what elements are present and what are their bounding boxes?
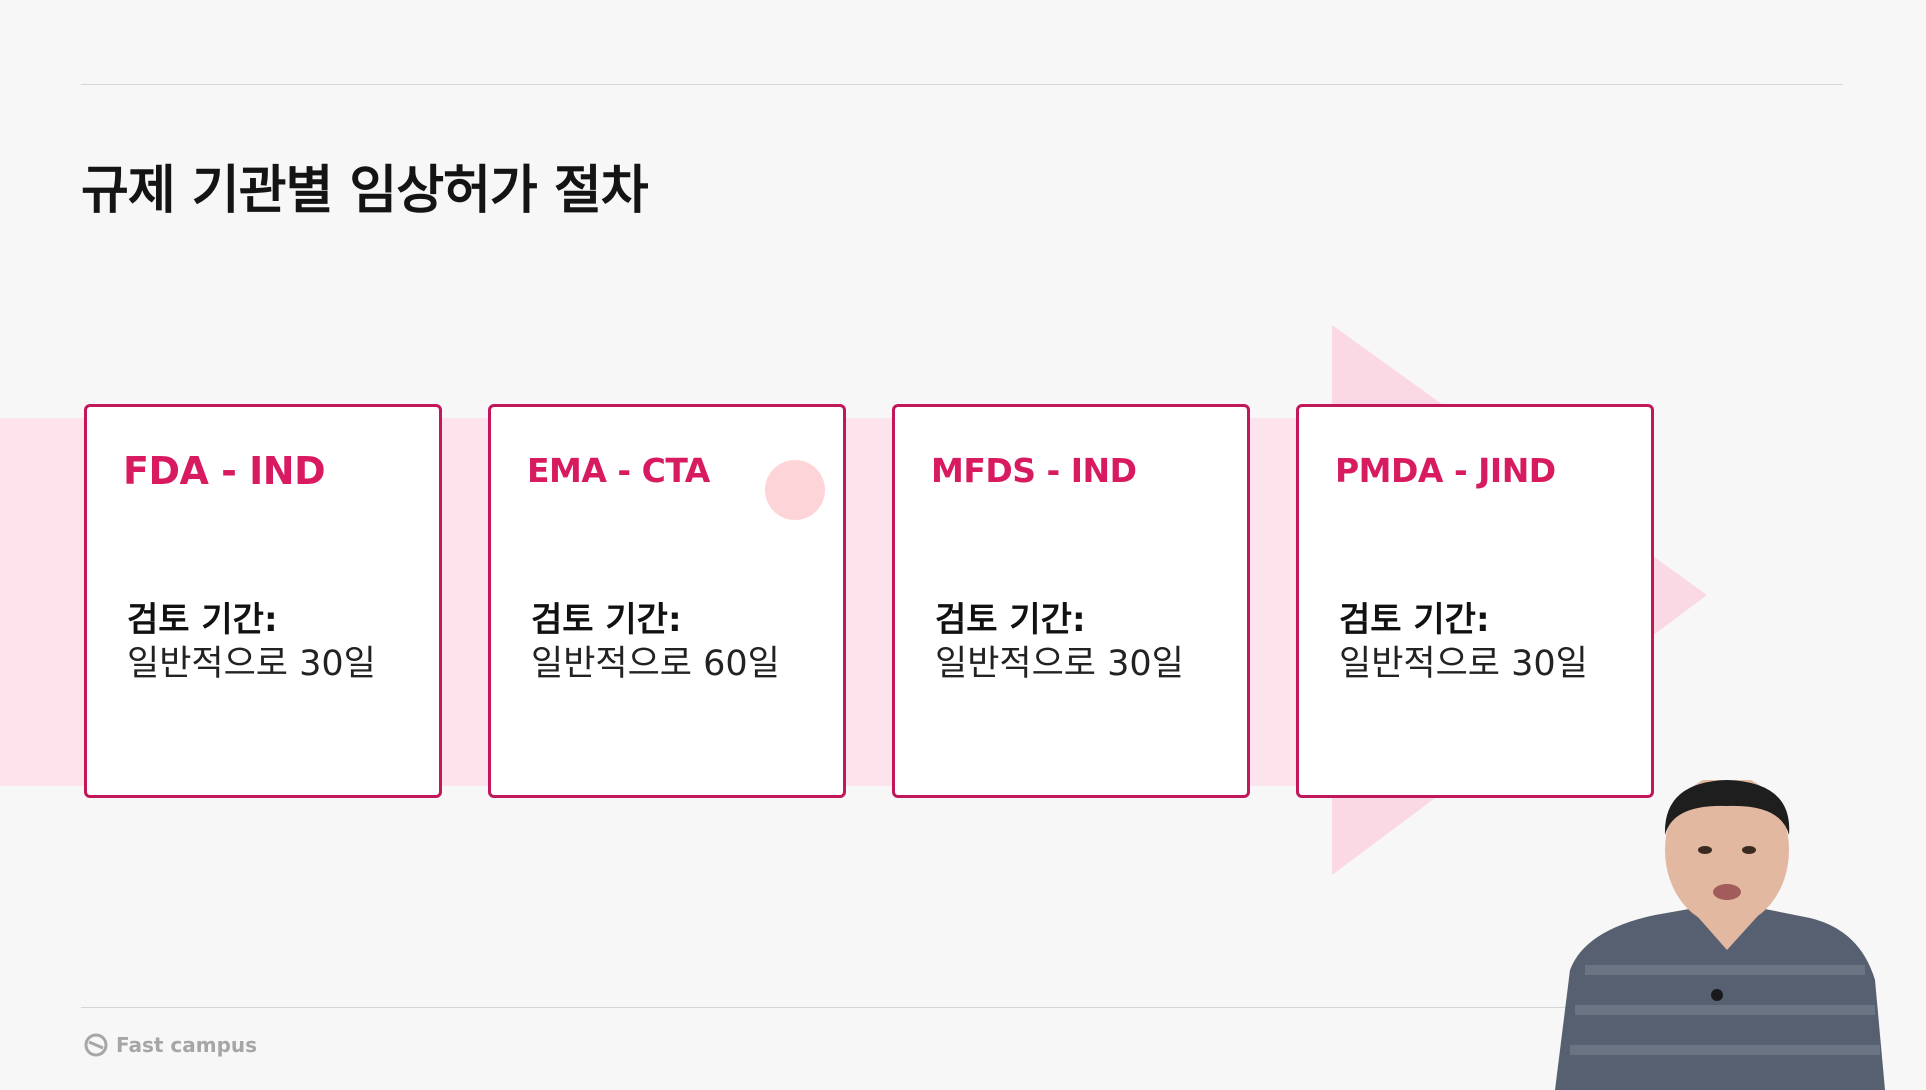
card-mfds: MFDS - IND 검토 기간: 일반적으로 30일	[892, 404, 1250, 798]
card-text: 일반적으로 30일	[1339, 644, 1588, 684]
brand-logo: Fast campus	[84, 1033, 257, 1057]
card-label: 검토 기간:	[127, 600, 278, 640]
top-divider	[81, 84, 1843, 85]
card-text: 일반적으로 30일	[127, 644, 376, 684]
card-pmda: PMDA - JIND 검토 기간: 일반적으로 30일	[1296, 404, 1654, 798]
card-label: 검토 기간:	[531, 600, 682, 640]
brand-name: Fast campus	[116, 1033, 258, 1057]
card-text: 일반적으로 60일	[531, 644, 780, 684]
fastcampus-logo-icon	[84, 1033, 108, 1057]
card-text: 일반적으로 30일	[935, 644, 1184, 684]
card-label: 검토 기간:	[1339, 600, 1490, 640]
card-title: PMDA - JIND	[1335, 451, 1556, 490]
cursor-highlight-dot	[765, 460, 825, 520]
slide-title: 규제 기관별 임상허가 절차	[81, 161, 649, 221]
bottom-divider	[81, 1007, 1571, 1008]
card-title: EMA - CTA	[527, 451, 710, 490]
presenter-video	[1555, 780, 1885, 1090]
card-title: FDA - IND	[123, 449, 326, 493]
card-title: MFDS - IND	[931, 451, 1137, 490]
card-fda: FDA - IND 검토 기간: 일반적으로 30일	[84, 404, 442, 798]
card-label: 검토 기간:	[935, 600, 1086, 640]
